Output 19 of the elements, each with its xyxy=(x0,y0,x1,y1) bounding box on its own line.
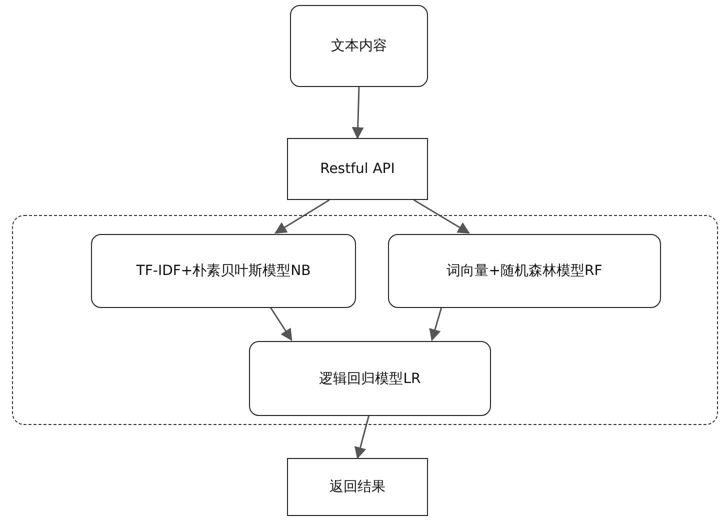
box-label: 逻辑回归模型LR xyxy=(319,370,421,388)
arrow xyxy=(429,306,442,342)
arrow xyxy=(274,199,330,234)
arrow xyxy=(352,86,364,140)
box-label: TF-IDF+朴素贝叶斯模型NB xyxy=(136,262,311,280)
process-box xyxy=(91,234,356,308)
process-box xyxy=(290,5,428,87)
box-label: 文本内容 xyxy=(331,37,387,55)
arrow xyxy=(354,414,370,460)
arrow xyxy=(270,306,292,341)
process-box xyxy=(388,234,661,308)
process-box xyxy=(249,341,491,416)
box-label: 返回结果 xyxy=(330,478,386,496)
arrow xyxy=(414,199,470,234)
process-box xyxy=(287,138,428,200)
process-box xyxy=(287,458,428,516)
box-label: 词向量+随机森林模型RF xyxy=(446,262,602,280)
dashed-group-box xyxy=(12,215,718,425)
box-label: Restful API xyxy=(320,161,395,177)
